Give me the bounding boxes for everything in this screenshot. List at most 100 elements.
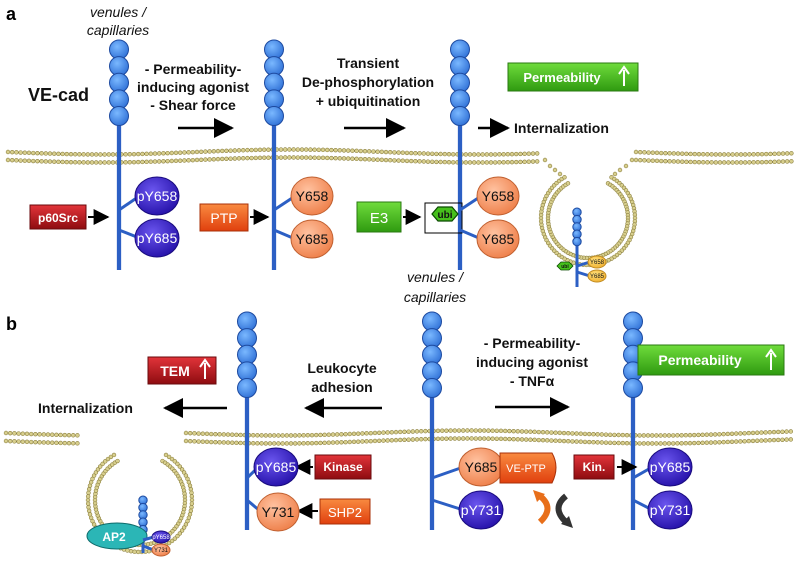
site-small-py658: pY658 <box>142 530 171 544</box>
site-small-y731: Y731 <box>142 543 171 557</box>
vesicle-a-outer <box>538 175 638 268</box>
membrane-a-outer <box>5 147 540 157</box>
panel-a-permeability-box: Permeability <box>507 62 639 92</box>
tyrosine-sites: pY658pY685Y658Y685Y658Y685Y658Y685ubipY6… <box>118 176 693 557</box>
vesicle-a-neck-left <box>542 157 563 177</box>
site-a3-y685: Y685 <box>459 219 520 259</box>
ve-cadherin-a1 <box>109 39 129 270</box>
panel-b-vessel-line1: venules / <box>407 269 465 285</box>
site-a3-y685-label: Y685 <box>482 231 515 247</box>
ve-ptp-label: VE-PTP <box>506 463 546 475</box>
site-b2-py731: pY731 <box>431 490 504 530</box>
panel-a-step1-line2: inducing agonist <box>137 79 249 95</box>
panel-b-step-line2: inducing agonist <box>476 354 588 370</box>
site-small-y658: Y658 <box>576 255 607 269</box>
ptp-label: PTP <box>210 210 237 226</box>
panel-b-label: b <box>6 314 17 334</box>
kinase-box: Kinase <box>314 454 372 480</box>
p60src-label: p60Src <box>38 211 78 225</box>
site-a1-py658: pY658 <box>118 176 180 216</box>
site-b3-py731: pY731 <box>632 490 693 530</box>
panel-b-permeability-box: Permeability <box>637 344 785 376</box>
site-b3-py685: pY685 <box>632 447 693 487</box>
ptp-box: PTP <box>199 203 249 232</box>
membrane-b-inner <box>183 436 793 446</box>
membrane-b-outer <box>183 428 793 438</box>
ve-cad-label: VE-cad <box>28 85 89 105</box>
ap2-complex: AP2 <box>86 522 148 550</box>
panel-b-vessel-line2: capillaries <box>404 289 466 305</box>
small-ubi-label: ubi <box>561 264 569 270</box>
site-small-y658-label: Y658 <box>590 260 605 266</box>
panel-b-internalization: Internalization <box>38 400 133 416</box>
ve-cadherin-internalized-a <box>572 207 582 287</box>
site-b1-y731-label: Y731 <box>262 504 295 520</box>
site-a2-y658: Y658 <box>273 176 334 216</box>
leukocyte-line1: Leukocyte <box>307 360 376 376</box>
kin-box: Kin. <box>573 454 615 480</box>
e3-box: E3 <box>356 201 402 233</box>
site-b1-py685: pY685 <box>245 447 299 487</box>
panel-b-permeability-label: Permeability <box>658 352 741 368</box>
site-b2-y685: Y685 <box>431 447 504 487</box>
site-b1-y731: Y731 <box>246 492 300 532</box>
small-ubi-tag: ubi <box>556 261 574 271</box>
ubi-label: ubi <box>438 210 453 221</box>
ve-cadherin-b2 <box>422 311 442 530</box>
panel-a-permeability-label: Permeability <box>523 70 601 85</box>
panel-b-step-line3: - TNFα <box>510 373 555 389</box>
site-a2-y685: Y685 <box>273 219 334 259</box>
shp2-box: SHP2 <box>319 498 371 525</box>
vesicle-a-neck-right <box>612 157 635 177</box>
ve-cadherin-b1 <box>237 311 257 530</box>
site-a3-y658-label: Y658 <box>482 188 515 204</box>
panel-b-step-line1: - Permeability- <box>484 335 581 351</box>
tem-box: TEM <box>147 356 217 385</box>
site-a1-py658-label: pY658 <box>137 188 178 204</box>
panel-a-step2-line3: + ubiquitination <box>316 93 421 109</box>
site-b3-py731-label: pY731 <box>650 502 691 518</box>
site-b3-py685-label: pY685 <box>650 459 691 475</box>
site-small-y685-label: Y685 <box>590 274 605 280</box>
ap2-label: AP2 <box>102 530 126 544</box>
panel-a-internalization: Internalization <box>514 120 609 136</box>
vesicle-a-inner <box>545 181 631 261</box>
site-b2-y685-label: Y685 <box>465 459 498 475</box>
panel-a-vessel-line1: venules / <box>90 4 148 20</box>
site-a3-y658: Y658 <box>459 176 520 216</box>
shp2-label: SHP2 <box>328 505 362 520</box>
membrane-b-left-outer <box>3 430 80 438</box>
cadherin-rods <box>109 39 643 553</box>
tem-label: TEM <box>160 363 190 379</box>
site-small-y685: Y685 <box>576 269 607 283</box>
site-small-py658-label: pY658 <box>152 535 170 541</box>
site-b1-py685-label: pY685 <box>256 459 297 475</box>
ve-cadherin-a3 <box>450 39 470 270</box>
site-a2-y685-label: Y685 <box>296 231 329 247</box>
panel-a-step1-line1: - Permeability- <box>145 61 242 77</box>
up-arrow-icon <box>618 65 630 86</box>
ve-cadherin-a2 <box>264 39 284 270</box>
p60src-box: p60Src <box>29 204 87 230</box>
membrane-b-left-inner <box>3 438 80 446</box>
up-arrow-icon <box>199 358 211 379</box>
leukocyte-line2: adhesion <box>311 379 372 395</box>
kinase-label: Kinase <box>323 460 363 474</box>
panel-a-step2-line1: Transient <box>337 55 400 71</box>
membrane-a-inner <box>5 155 540 165</box>
panel-a-step1-line3: - Shear force <box>150 97 236 113</box>
site-a1-py685: pY685 <box>118 218 180 258</box>
ubi-tag: ubi <box>424 202 463 234</box>
membrane-a-right-outer <box>633 149 794 157</box>
site-a2-y658-label: Y658 <box>296 188 329 204</box>
site-a1-py685-label: pY685 <box>137 230 178 246</box>
kin-label: Kin. <box>583 460 606 474</box>
panel-a-label: a <box>6 4 17 24</box>
panel-a-vessel-line2: capillaries <box>87 22 149 38</box>
membranes <box>3 147 794 555</box>
e3-label: E3 <box>370 210 388 227</box>
site-small-y731-label: Y731 <box>154 548 169 554</box>
membrane-a-right-inner <box>633 157 794 165</box>
